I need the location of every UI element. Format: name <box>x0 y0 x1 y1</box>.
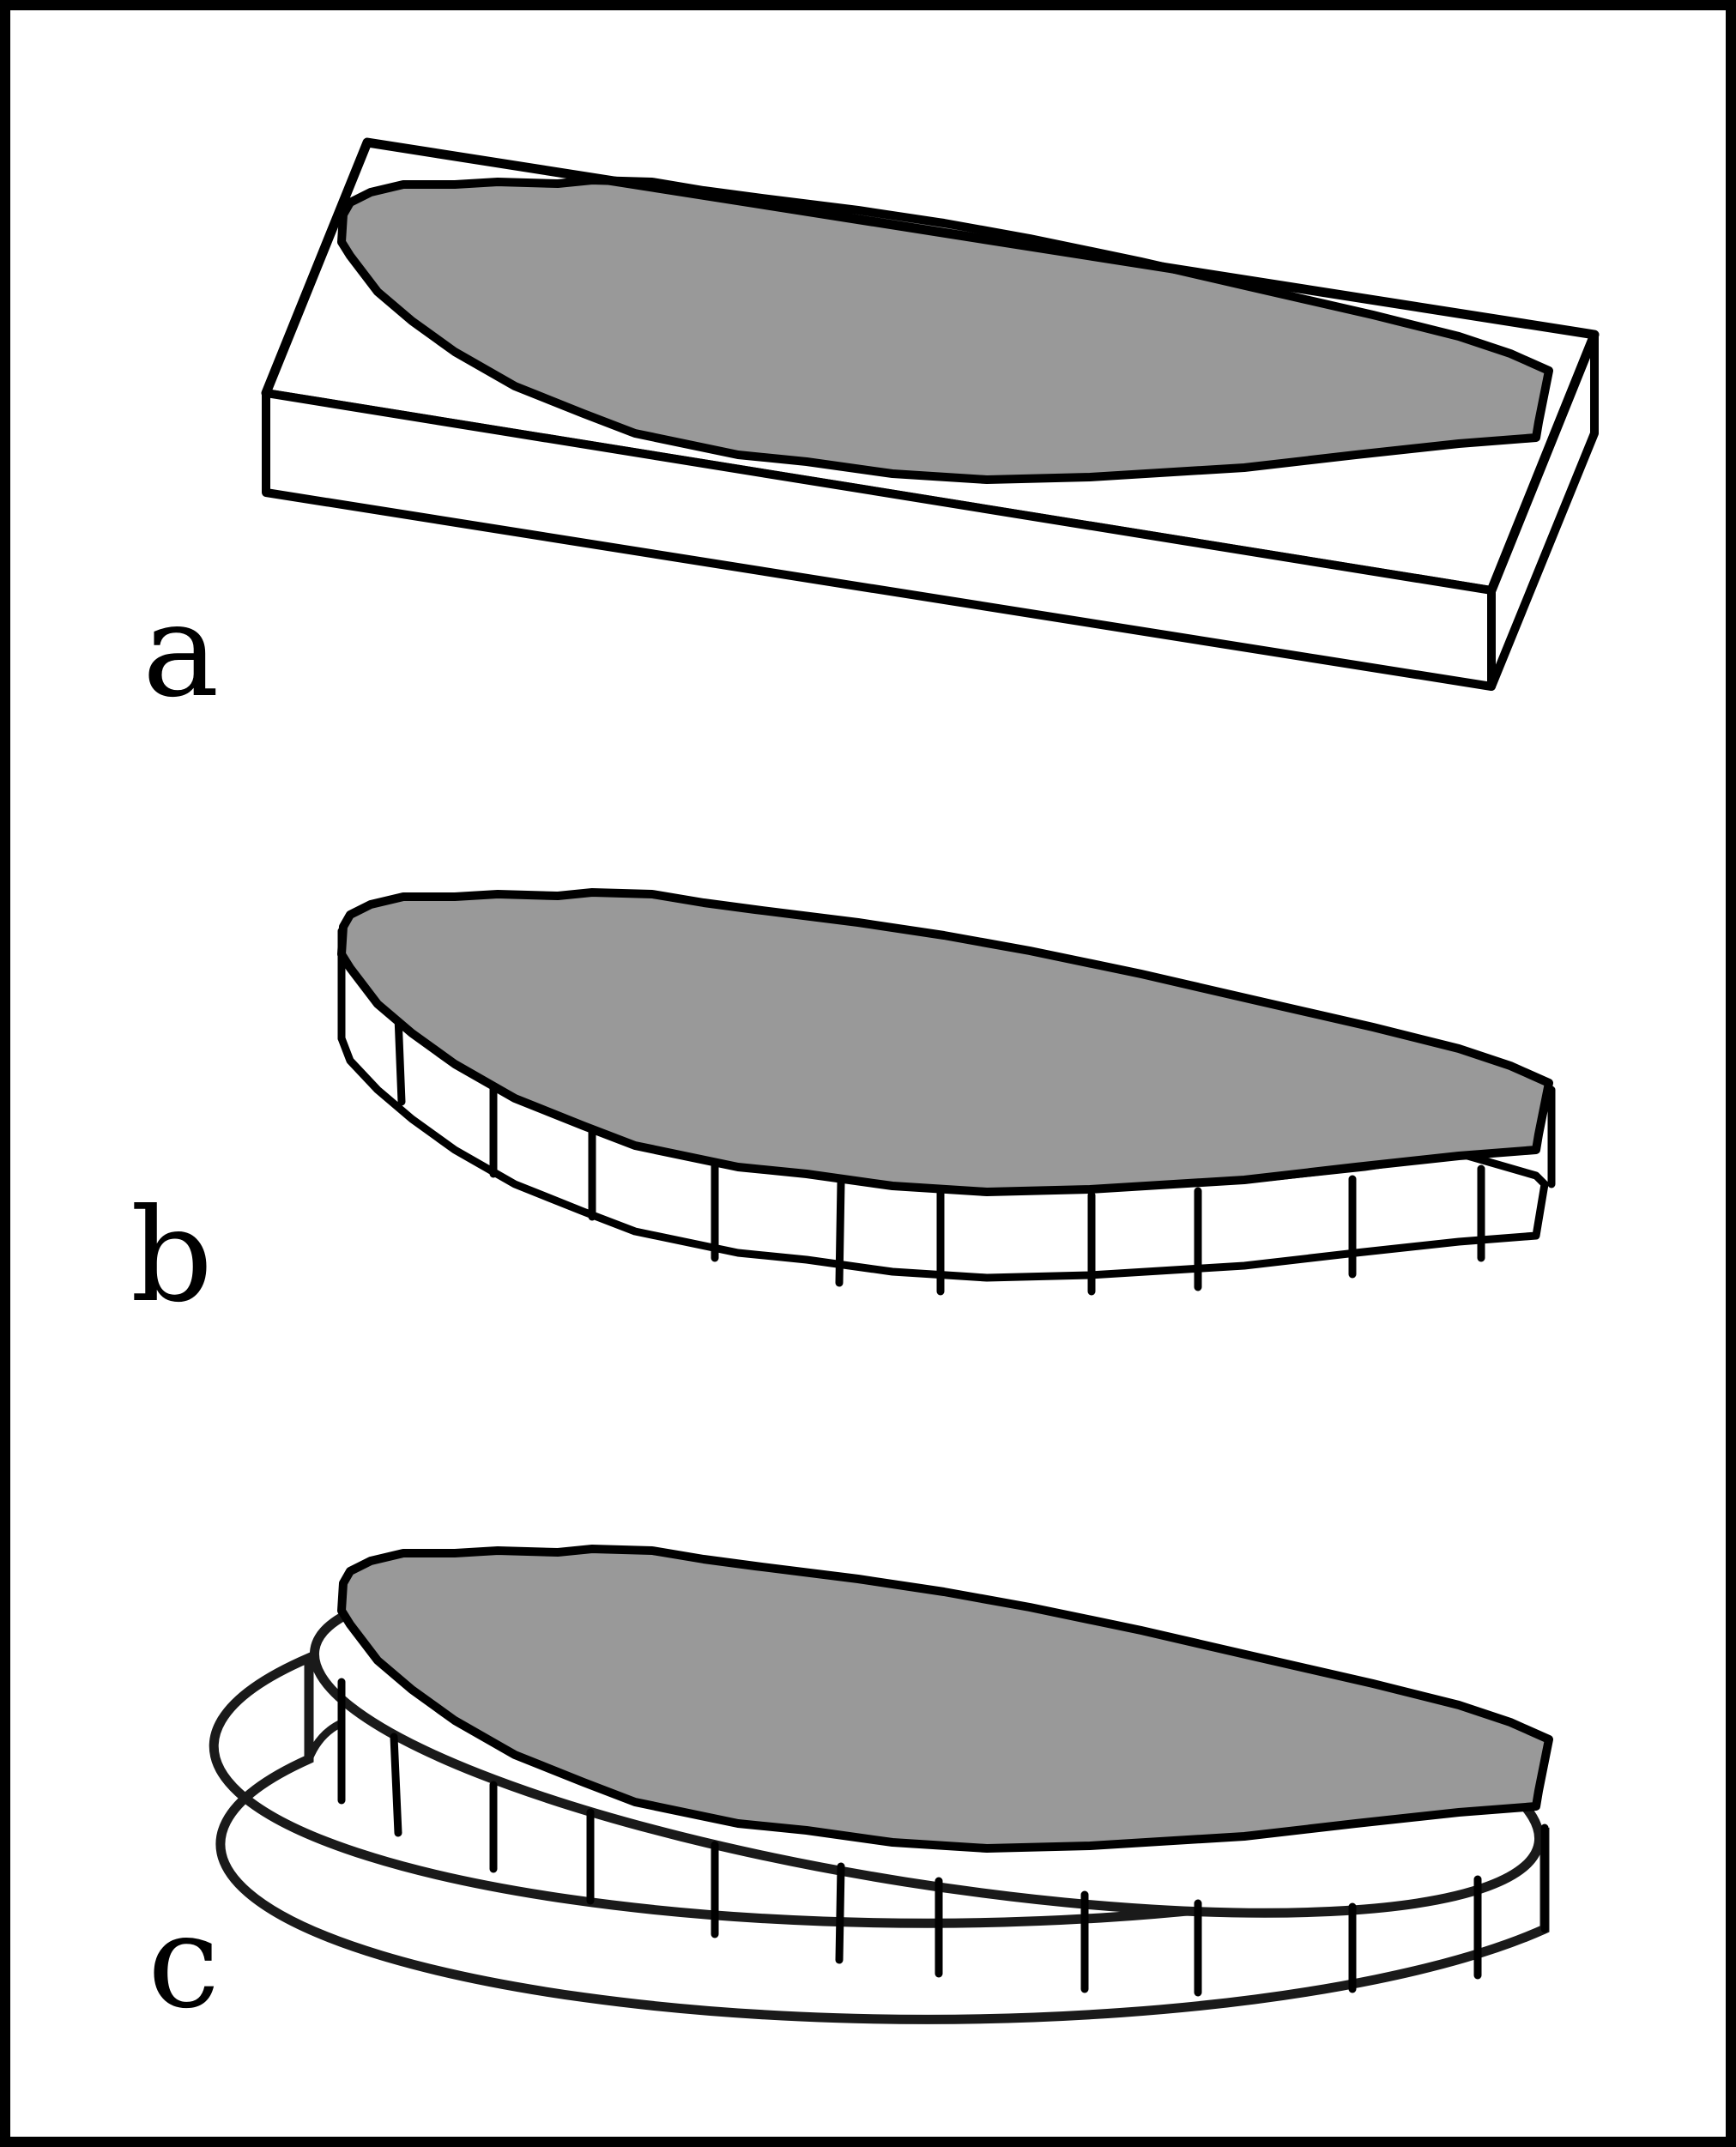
panel-a: a <box>142 137 1600 726</box>
panel-label-b: b <box>130 1182 213 1331</box>
panel-b: b <box>130 892 1556 1331</box>
panel-label-c: c <box>148 1888 220 2037</box>
cylinder-inner-rim <box>305 1719 344 1761</box>
planar-shape-c <box>342 1549 1549 1848</box>
cylinder-edges <box>337 1678 1549 1997</box>
panel-label-a: a <box>142 577 219 726</box>
slab-top-edge <box>261 137 1600 596</box>
panel-c: c <box>148 1514 1560 2037</box>
